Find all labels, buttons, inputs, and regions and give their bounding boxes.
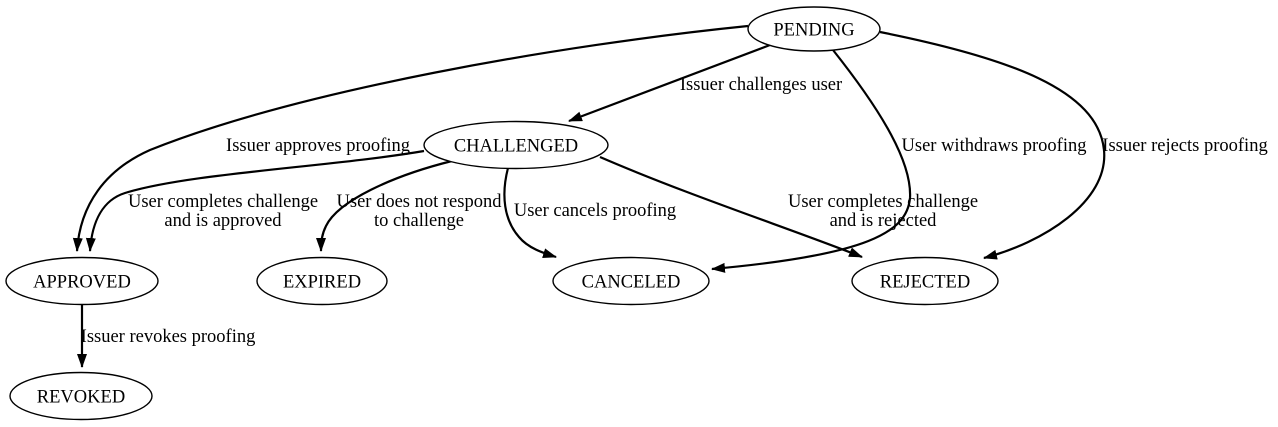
pending-label: PENDING: [773, 21, 854, 41]
edge-label-issuer-approves-proofing: Issuer approves proofing: [226, 136, 410, 156]
expired-ellipse: [256, 256, 388, 306]
approved-ellipse: [5, 256, 159, 306]
edge-pending-approved: [72, 24, 749, 252]
approved-label: APPROVED: [33, 273, 131, 293]
edge-label-user-does-not-respond-line2: to challenge: [374, 211, 464, 231]
edge-label-user-completes-challenge-rejected-line2: and is rejected: [830, 211, 938, 231]
node-pending: PENDING: [747, 6, 881, 52]
revoked-label: REVOKED: [37, 388, 125, 408]
edge-challenged-expired: [316, 159, 453, 252]
edge-challenged-rejected: [599, 155, 863, 259]
edge-label-user-withdraws-proofing: User withdraws proofing: [902, 136, 1087, 156]
nodes: PENDING CHALLENGED APPROVED EXPIRED CANC…: [5, 6, 999, 421]
edge-label-user-does-not-respond-line1: User does not respond: [337, 192, 503, 212]
challenged-label: CHALLENGED: [454, 137, 578, 157]
canceled-ellipse: [552, 256, 710, 306]
revoked-ellipse: [9, 371, 153, 421]
edge-pending-rejected: [879, 30, 1106, 260]
edge-pending-challenged: [568, 43, 771, 123]
edge-label-issuer-revokes-proofing: Issuer revokes proofing: [81, 327, 256, 347]
edge-pending-canceled: [711, 49, 912, 273]
node-canceled: CANCELED: [552, 256, 710, 306]
node-challenged: CHALLENGED: [423, 120, 609, 170]
node-revoked: REVOKED: [9, 371, 153, 421]
edge-label-user-completes-challenge-rejected-line1: User completes challenge: [788, 192, 978, 212]
edge-label-issuer-rejects-proofing: Issuer rejects proofing: [1102, 136, 1267, 156]
rejected-ellipse: [851, 256, 999, 306]
edge-label-issuer-challenges-user: Issuer challenges user: [680, 75, 842, 95]
edge-challenged-canceled: [503, 167, 557, 259]
node-rejected: REJECTED: [851, 256, 999, 306]
pending-ellipse: [747, 6, 881, 52]
edges: [72, 24, 1106, 368]
canceled-label: CANCELED: [582, 273, 681, 293]
edge-label-user-completes-challenge-approved-line1: User completes challenge: [128, 192, 318, 212]
edge-challenged-approved: [85, 149, 425, 252]
expired-label: EXPIRED: [283, 273, 361, 293]
rejected-label: REJECTED: [880, 273, 970, 293]
node-approved: APPROVED: [5, 256, 159, 306]
edge-label-user-cancels-proofing: User cancels proofing: [514, 201, 676, 221]
edge-label-user-completes-challenge-approved-line2: and is approved: [164, 211, 282, 231]
edge-labels: Issuer challenges user Issuer approves p…: [81, 75, 1268, 347]
challenged-ellipse: [423, 120, 609, 170]
node-expired: EXPIRED: [256, 256, 388, 306]
